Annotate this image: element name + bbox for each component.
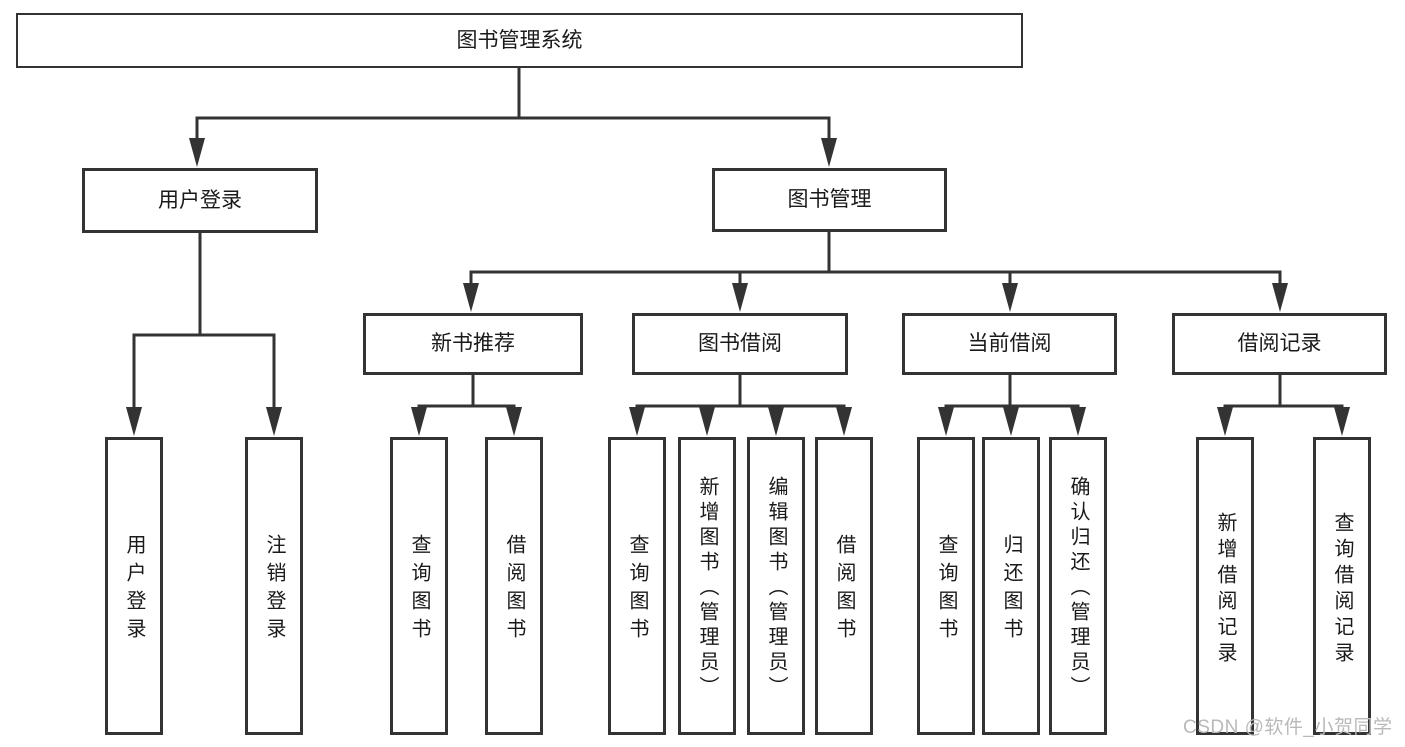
node-leaf-add-books-admin: 新增图书（管理员）	[678, 437, 736, 735]
node-leaf-return-books: 归还图书	[982, 437, 1040, 735]
node-leaf-user-login: 用户登录	[105, 437, 163, 735]
csdn-watermark: CSDN @软件_小贺同学	[1183, 717, 1393, 738]
node-leaf-add-borrow-record: 新增借阅记录	[1196, 437, 1254, 735]
node-borrowing-records: 借阅记录	[1172, 313, 1387, 375]
node-leaf-logout: 注销登录	[245, 437, 303, 735]
node-leaf-borrow-books-1: 借阅图书	[485, 437, 543, 735]
node-leaf-query-books-2: 查询图书	[608, 437, 666, 735]
node-user-login-branch: 用户登录	[82, 168, 318, 233]
node-leaf-query-books-3: 查询图书	[917, 437, 975, 735]
node-current-borrowing: 当前借阅	[902, 313, 1117, 375]
node-library-management-system: 图书管理系统	[16, 13, 1023, 68]
node-book-borrowing: 图书借阅	[632, 313, 848, 375]
node-new-book-recommendation: 新书推荐	[363, 313, 583, 375]
node-book-management-branch: 图书管理	[712, 168, 947, 232]
node-leaf-query-books-1: 查询图书	[390, 437, 448, 735]
node-leaf-query-borrow-record: 查询借阅记录	[1313, 437, 1371, 735]
node-leaf-borrow-books-2: 借阅图书	[815, 437, 873, 735]
node-leaf-edit-books-admin: 编辑图书（管理员）	[747, 437, 805, 735]
node-leaf-confirm-return-admin: 确认归还（管理员）	[1049, 437, 1107, 735]
